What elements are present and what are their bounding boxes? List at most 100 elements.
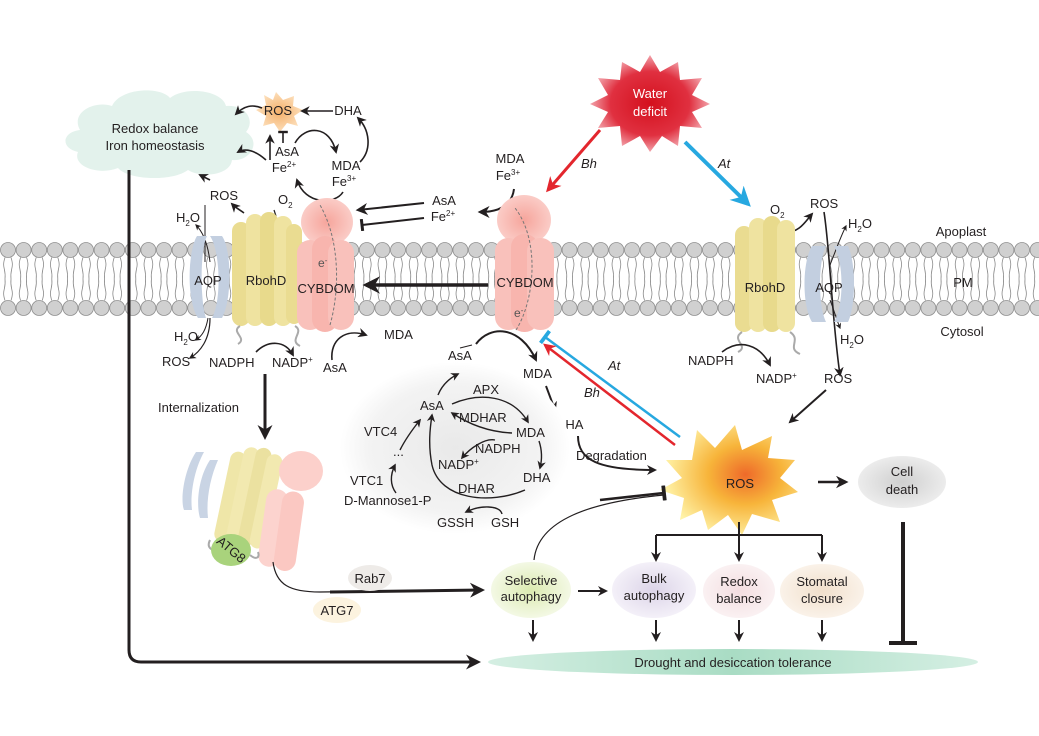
lipid-tail <box>10 278 13 301</box>
lipid-head <box>374 242 391 258</box>
ros-central-burst: ROS <box>660 425 798 535</box>
aqp-channel-left: AQP <box>189 236 230 318</box>
lipid-tail <box>587 278 590 301</box>
selective-line2: autophagy <box>501 589 562 604</box>
lipid-tail <box>50 278 53 301</box>
nadph-to-nadp-arrow-right <box>721 343 771 367</box>
lipid-tail <box>705 257 708 280</box>
lipid-head <box>858 300 874 316</box>
lipid-head <box>873 242 890 258</box>
aqp-label-right: AQP <box>815 280 842 295</box>
lipid-head <box>624 300 640 316</box>
lipid-head <box>93 242 110 258</box>
h2o-top-left: H2O <box>176 210 200 228</box>
lipid-tail <box>884 278 887 301</box>
lipid-tail <box>213 278 216 301</box>
lipid-tail <box>150 278 154 301</box>
lipid-tail <box>462 278 466 301</box>
lipid-head <box>468 300 484 316</box>
lipid-head <box>15 242 32 258</box>
lipid-head <box>686 242 703 258</box>
lipid-tail <box>962 278 965 301</box>
lipid-tail <box>837 257 840 280</box>
lipid-tail <box>369 257 372 280</box>
lipid-tail <box>88 278 91 301</box>
mda-label-left: MDA <box>332 158 361 173</box>
lipid-head <box>639 242 656 258</box>
internalization-label: Internalization <box>158 400 239 415</box>
lipid-tail <box>65 278 68 301</box>
ros-label-down: ROS <box>162 354 191 369</box>
lipid-tail <box>471 257 474 280</box>
lipid-tail <box>596 257 599 280</box>
lipid-tail <box>159 278 162 301</box>
aqp-water-out-right <box>829 224 847 266</box>
lipid-tail <box>977 278 980 301</box>
lipid-tail <box>930 278 934 301</box>
asa-to-mda-arrow <box>294 129 340 154</box>
lipid-tail <box>400 278 403 301</box>
asa-label-left: AsA <box>275 144 299 159</box>
lipid-tail <box>899 257 902 280</box>
cycle-mannose: D-Mannose1-P <box>344 493 431 508</box>
lipid-tail <box>830 257 833 280</box>
lipid-tail <box>384 257 388 280</box>
tolerance-label: Drought and desiccation tolerance <box>634 655 831 670</box>
lipid-head <box>920 242 937 258</box>
bulk-autophagy-node: Bulk autophagy <box>612 562 696 618</box>
degradation-arrow <box>577 435 657 475</box>
lipid-head <box>405 242 422 258</box>
h2o-bottom-right: H2O <box>840 332 864 350</box>
redox-balance-node: Redox balance <box>703 564 775 618</box>
lipid-head <box>93 300 110 316</box>
lipid-head <box>670 300 687 316</box>
h2o-top-right: H2O <box>848 216 872 234</box>
lipid-tail <box>923 257 926 280</box>
lipid-tail <box>471 278 474 301</box>
asa-to-mda-cytosol-arrow <box>331 328 368 361</box>
asa-center-apoplast: AsA <box>432 193 456 208</box>
ros-small-label: ROS <box>264 103 293 118</box>
lipid-tail <box>3 257 6 280</box>
lipid-head <box>951 242 968 258</box>
rab7-badge: Rab7 <box>348 565 392 591</box>
lipid-tail <box>166 278 169 301</box>
apoplast-label: Apoplast <box>936 224 987 239</box>
lipid-head <box>46 242 63 258</box>
lipid-head <box>405 300 422 316</box>
atg7-badge: ATG7 <box>313 597 361 623</box>
lipid-tail <box>18 278 22 301</box>
lipid-tail <box>689 278 692 301</box>
lipid-tail <box>556 278 559 301</box>
lipid-tail <box>182 257 185 280</box>
cell-death-line1: Cell <box>891 464 914 479</box>
at-label-feedback: At <box>607 358 622 373</box>
lipid-tail <box>1001 257 1004 280</box>
lipid-tail <box>564 257 568 280</box>
lipid-tail <box>603 257 606 280</box>
fe3-center-apoplast: Fe3+ <box>496 168 521 183</box>
lipid-tail <box>627 278 630 301</box>
aqp-label-left: AQP <box>194 273 221 288</box>
lipid-head <box>1014 242 1030 258</box>
lipid-head <box>982 300 999 316</box>
fe2-center-apoplast: Fe2+ <box>431 209 456 224</box>
ascorbate-cycle: AsA APX MDHAR MDA NADPH NADP+ DHA DHAR G… <box>340 362 570 534</box>
lipid-tail <box>34 278 37 301</box>
rbohd-label-left: RbohD <box>246 273 286 288</box>
lipid-tail <box>41 278 44 301</box>
lipid-tail <box>642 257 646 280</box>
lipid-tail <box>353 257 356 280</box>
lipid-head <box>920 300 937 316</box>
lipid-tail <box>159 257 162 280</box>
lipid-tail <box>658 278 661 301</box>
lipid-tail <box>440 278 443 301</box>
lipid-tail <box>892 278 895 301</box>
lipid-tail <box>1017 278 1020 301</box>
lipid-head <box>78 242 94 258</box>
lipid-head <box>374 300 391 316</box>
water-deficit-burst: Water deficit <box>590 55 710 152</box>
lipid-tail <box>696 278 700 301</box>
ros-to-cloud-arrow <box>234 105 263 116</box>
lipid-tail <box>72 278 76 301</box>
